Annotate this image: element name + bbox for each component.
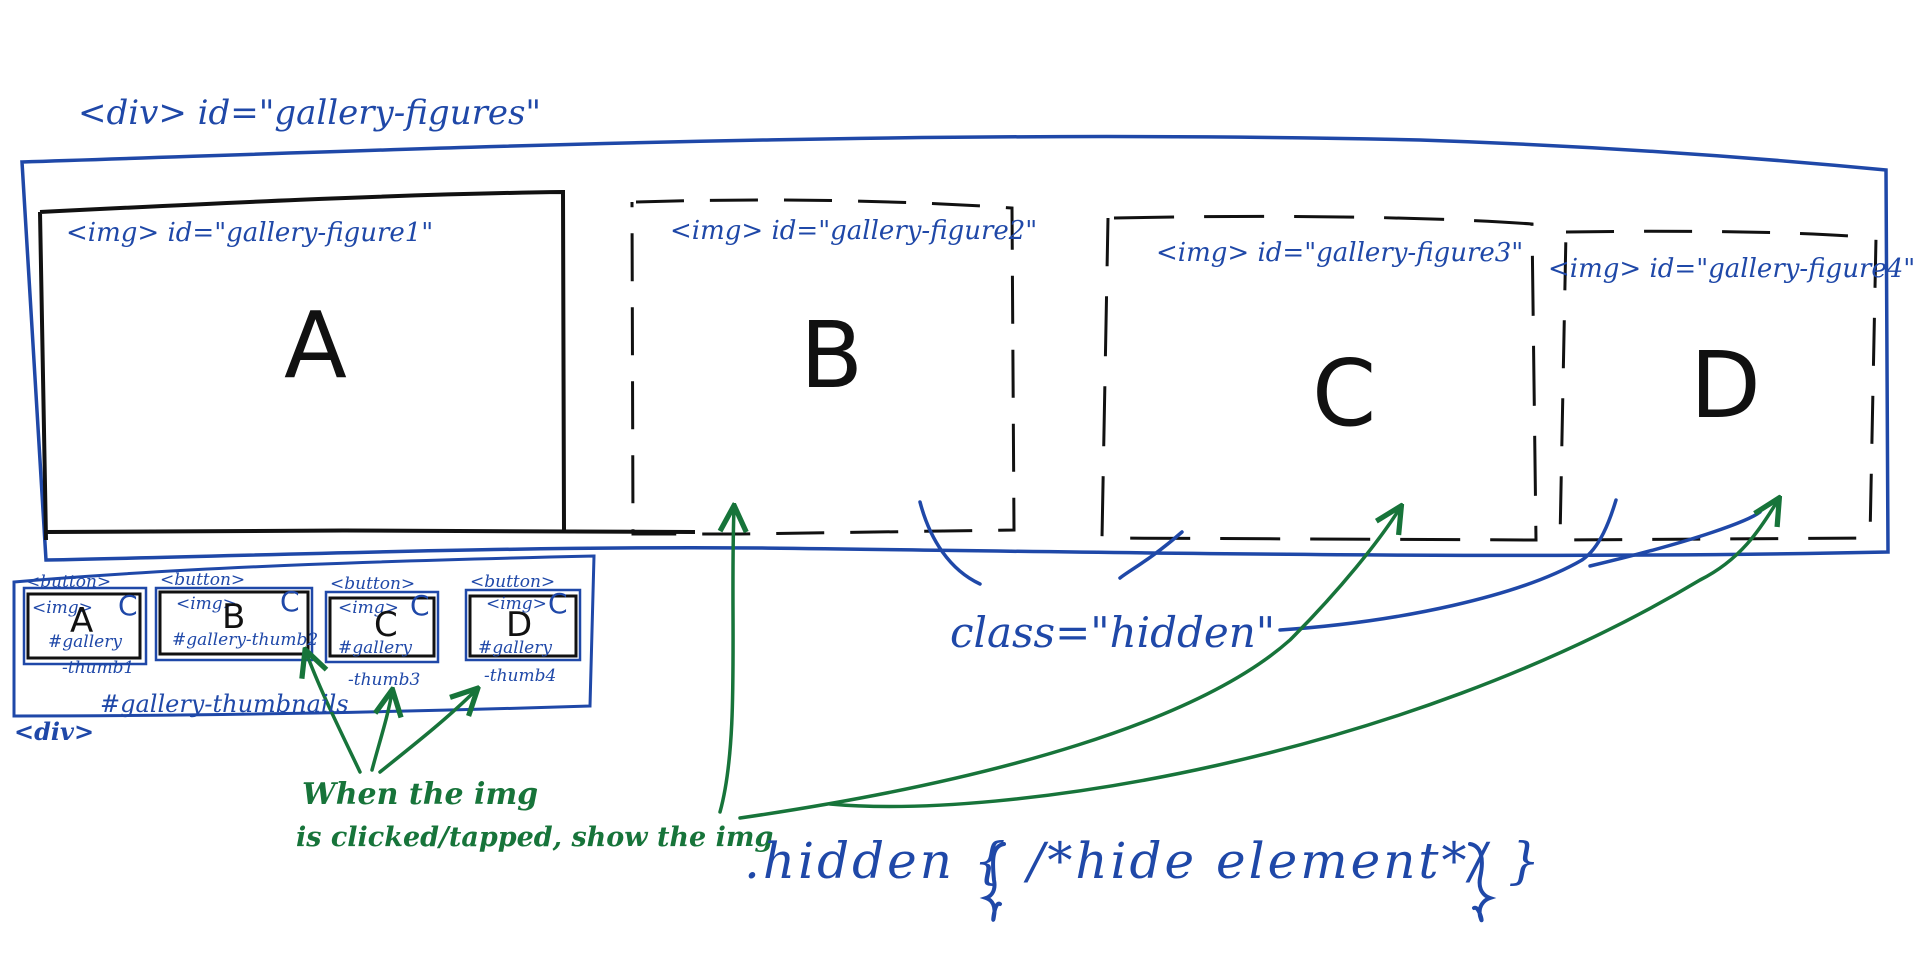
thumb3-letter[interactable]: C: [374, 605, 398, 645]
thumbnail-boxes: [26, 590, 578, 660]
thumb2-mark: C: [280, 585, 300, 618]
thumb2-letter[interactable]: B: [222, 597, 246, 637]
gallery-figure2-label: <img> id="gallery-figure2": [670, 216, 1038, 246]
thumb2-box: [158, 590, 310, 656]
gallery-thumbnails-container: [12, 554, 596, 718]
thumb4-id-line1: #gallery: [478, 638, 552, 658]
click-arrows: [306, 500, 1778, 820]
css-hidden-rule: .hidden { /*hide element*/ }: [744, 832, 1544, 890]
gallery-figures-label: <div> id="gallery-figures": [78, 93, 542, 133]
class-hidden-label: class="hidden": [950, 608, 1276, 657]
thumb1-letter[interactable]: A: [70, 601, 94, 641]
gallery-figure1-box: [38, 189, 696, 541]
gallery-figure2-box: [630, 198, 1016, 536]
gallery-figure1-label: <img> id="gallery-figure1": [66, 218, 434, 248]
gallery-thumbnails-label: #gallery-thumbnails: [100, 690, 349, 718]
thumb4-box: [468, 594, 578, 658]
gallery-figure2-letter: B: [800, 302, 864, 409]
thumb2-button-label: <button>: [160, 570, 246, 590]
gallery-figure3-label: <img> id="gallery-figure3": [1156, 238, 1524, 268]
thumbnails-div-label: <div>: [14, 717, 95, 746]
thumb3-mark: C: [410, 589, 430, 622]
thumb4-letter[interactable]: D: [506, 605, 533, 645]
thumb1-mark: C: [118, 589, 138, 622]
thumb1-box: [26, 592, 142, 660]
gallery-figures-container: [20, 134, 1890, 562]
thumb3-id-line1: #gallery: [338, 638, 412, 658]
gallery-figure3-letter: C: [1312, 340, 1377, 447]
gallery-figure1-letter[interactable]: A: [284, 292, 347, 399]
thumb1-img-label: <img>: [32, 598, 93, 618]
thumb1-id-line1: #gallery: [48, 632, 122, 652]
thumb4-id-line2: -thumb4: [484, 666, 557, 686]
thumb4-img-label: <img>: [486, 594, 547, 614]
thumb1-button-label: <button>: [26, 572, 112, 592]
thumb3-id-line2: -thumb3: [348, 670, 421, 690]
thumb3-box: [328, 596, 436, 658]
thumb3-img-label: <img>: [338, 598, 399, 618]
thumb4-button-label: <button>: [470, 572, 556, 592]
thumbnail-button-outlines: [22, 586, 582, 666]
click-note-line2: is clicked/tapped, show the img: [296, 822, 774, 853]
thumb2-id-line1: #gallery-thumb2: [172, 630, 319, 650]
thumb1-id-line2: -thumb1: [62, 658, 135, 678]
gallery-figure4-letter: D: [1690, 332, 1761, 439]
thumb4-mark: C: [548, 587, 568, 620]
css-rule-braces: [979, 842, 1497, 923]
thumb3-button-label: <button>: [330, 574, 416, 594]
click-note-line1: When the img: [302, 777, 539, 812]
gallery-figure4-label: <img> id="gallery-figure4": [1548, 254, 1915, 284]
thumb2-img-label: <img>: [176, 594, 237, 614]
gallery-figure3-box: [1100, 214, 1538, 542]
